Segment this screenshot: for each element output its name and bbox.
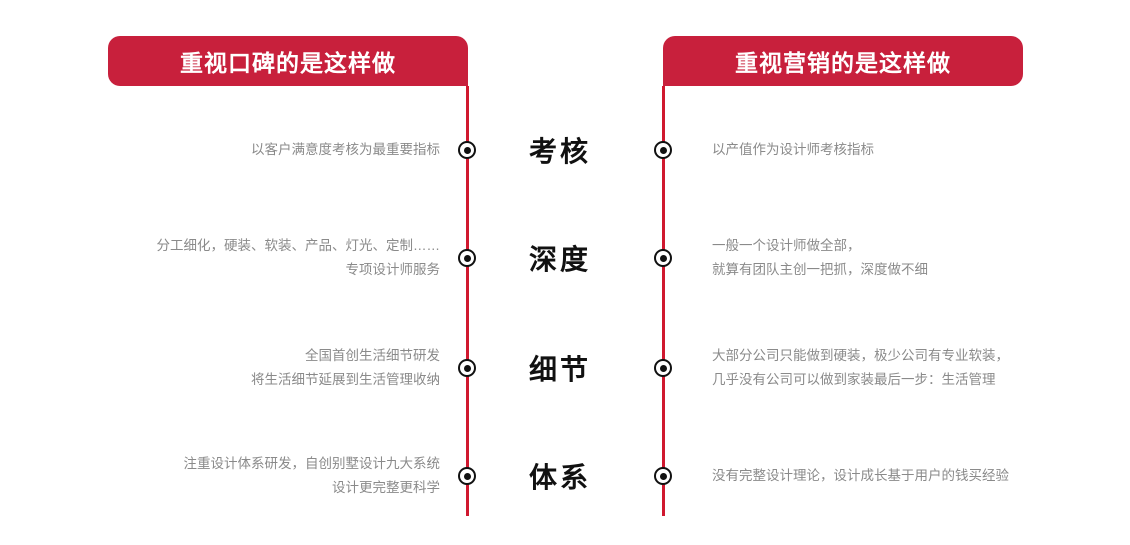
bullet-marker-right-icon — [654, 359, 672, 377]
row-text-right: 没有完整设计理论，设计成长基于用户的钱买经验 — [712, 468, 1009, 484]
bullet-marker-right-icon — [654, 141, 672, 159]
bullet-marker-left-icon — [458, 467, 476, 485]
row-text-left: 全国首创生活细节研发 将生活细节延展到生活管理收纳 — [251, 348, 440, 387]
row-category-label: 细节 — [528, 354, 591, 385]
timeline-rail-left — [466, 86, 469, 516]
row-category-label: 考核 — [528, 136, 591, 167]
header-pill-left: 重视口碑的是这样做 — [108, 36, 468, 86]
row-text-right: 大部分公司只能做到硬装，极少公司有专业软装， 几乎没有公司可以做到家装最后一步：… — [712, 348, 1009, 387]
row-text-left: 注重设计体系研发，自创别墅设计九大系统 设计更完整更科学 — [183, 456, 441, 495]
bullet-marker-left-icon — [458, 359, 476, 377]
timeline-rail-right — [662, 86, 665, 516]
comparison-row: 以客户满意度考核为最重要指标 考核 以产值作为设计师考核指标 — [0, 130, 1130, 170]
bullet-marker-right-icon — [654, 467, 672, 485]
header-pill-right: 重视营销的是这样做 — [663, 36, 1023, 86]
row-text-left: 以客户满意度考核为最重要指标 — [251, 142, 440, 158]
row-text-right: 以产值作为设计师考核指标 — [712, 142, 874, 158]
row-text-left: 分工细化，硬装、软装、产品、灯光、定制…… 专项设计师服务 — [156, 238, 441, 277]
bullet-marker-left-icon — [458, 141, 476, 159]
row-text-right: 一般一个设计师做全部， 就算有团队主创一把抓，深度做不细 — [712, 238, 928, 277]
comparison-row: 全国首创生活细节研发 将生活细节延展到生活管理收纳 细节 大部分公司只能做到硬装… — [0, 342, 1130, 394]
comparison-row: 注重设计体系研发，自创别墅设计九大系统 设计更完整更科学 体系 没有完整设计理论… — [0, 450, 1130, 502]
bullet-marker-right-icon — [654, 249, 672, 267]
row-category-label: 体系 — [528, 462, 591, 493]
row-category-label: 深度 — [528, 244, 591, 275]
comparison-row: 分工细化，硬装、软装、产品、灯光、定制…… 专项设计师服务 深度 一般一个设计师… — [0, 232, 1130, 284]
bullet-marker-left-icon — [458, 249, 476, 267]
